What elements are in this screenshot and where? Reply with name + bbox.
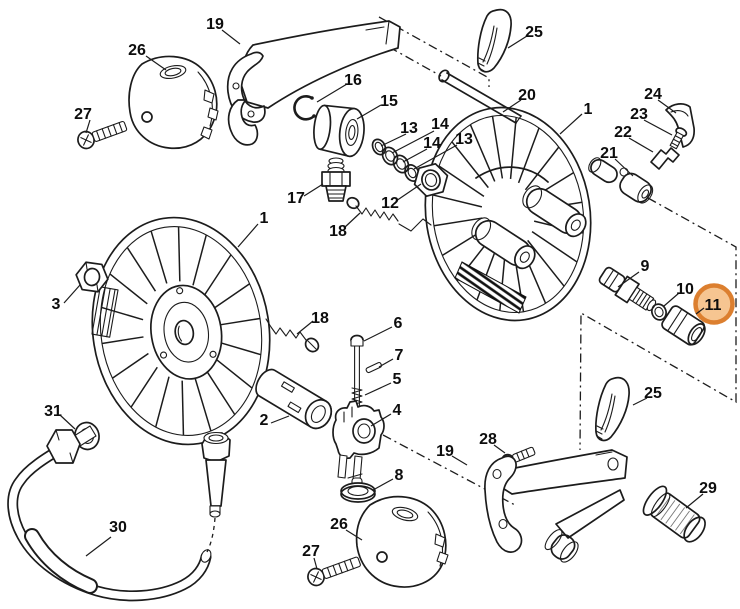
callout-5[interactable]: 5 bbox=[393, 371, 402, 388]
highlight-leader-tick bbox=[695, 307, 705, 315]
part-22-clip bbox=[650, 147, 680, 170]
part-27-top-screw bbox=[77, 120, 128, 150]
callout-14-a[interactable]: 14 bbox=[431, 116, 449, 133]
callout-17[interactable]: 17 bbox=[287, 190, 305, 207]
callout-3[interactable]: 3 bbox=[52, 296, 61, 313]
part-15-roller bbox=[313, 104, 365, 158]
part-2-spacer bbox=[255, 368, 333, 430]
callout-numbers: 19 26 27 16 15 13 14 14 13 25 20 1 24 23… bbox=[44, 16, 717, 560]
part-16-circlip bbox=[293, 95, 316, 121]
part-6-bolt bbox=[350, 334, 364, 409]
part-11-fitting bbox=[661, 305, 706, 346]
part-19-bottom-arm bbox=[484, 449, 628, 563]
highlight-ring[interactable] bbox=[693, 283, 735, 325]
callout-26-bottom[interactable]: 26 bbox=[330, 516, 348, 533]
part-12-hex-nut bbox=[413, 162, 449, 198]
part-24-cover bbox=[665, 103, 695, 148]
callout-18-left[interactable]: 18 bbox=[311, 310, 329, 327]
callout-13-a[interactable]: 13 bbox=[400, 120, 418, 137]
part-26-bottom-cover bbox=[355, 495, 449, 588]
callout-22[interactable]: 22 bbox=[614, 124, 632, 141]
callout-2[interactable]: 2 bbox=[260, 412, 269, 429]
callout-25-bottom[interactable]: 25 bbox=[644, 385, 662, 402]
callout-4[interactable]: 4 bbox=[393, 402, 402, 419]
part-8-washer-cap bbox=[340, 473, 376, 503]
callout-26-top[interactable]: 26 bbox=[128, 42, 146, 59]
callout-1-right[interactable]: 1 bbox=[584, 101, 593, 118]
callout-9[interactable]: 9 bbox=[641, 258, 650, 275]
callout-19-top[interactable]: 19 bbox=[206, 16, 224, 33]
callout-8[interactable]: 8 bbox=[395, 467, 404, 484]
callout-23[interactable]: 23 bbox=[630, 106, 648, 123]
part-7-pin bbox=[365, 362, 382, 374]
part-23-screw bbox=[669, 127, 688, 150]
callout-1-left[interactable]: 1 bbox=[260, 210, 269, 227]
callout-10[interactable]: 10 bbox=[676, 281, 694, 298]
callout-16[interactable]: 16 bbox=[344, 72, 362, 89]
part-27-bottom-screw bbox=[307, 556, 361, 587]
assembly-axis-lines bbox=[378, 16, 737, 506]
callout-14-b[interactable]: 14 bbox=[423, 135, 441, 152]
callout-20[interactable]: 20 bbox=[518, 87, 536, 104]
callout-6[interactable]: 6 bbox=[394, 315, 403, 332]
part-18-top-screw bbox=[346, 196, 432, 232]
part-3-nut bbox=[75, 261, 109, 293]
callout-18-top[interactable]: 18 bbox=[329, 223, 347, 240]
part-19-top-arm bbox=[226, 20, 401, 146]
callout-12[interactable]: 12 bbox=[381, 195, 399, 212]
part-26-top-cover bbox=[128, 55, 219, 150]
callout-13-b[interactable]: 13 bbox=[455, 131, 473, 148]
callout-15[interactable]: 15 bbox=[380, 93, 398, 110]
part-18-left-screw bbox=[265, 318, 320, 353]
part-30-hose bbox=[7, 425, 231, 602]
part-17-fitting bbox=[321, 157, 351, 202]
callout-27-bottom[interactable]: 27 bbox=[302, 543, 320, 560]
callout-28[interactable]: 28 bbox=[479, 431, 497, 448]
part-13-14-rings bbox=[371, 138, 420, 182]
part-21-cylinder bbox=[619, 167, 654, 204]
callout-27-top[interactable]: 27 bbox=[74, 106, 92, 123]
part-25-top-flap bbox=[476, 8, 512, 73]
callout-29[interactable]: 29 bbox=[699, 480, 717, 497]
part-25-bottom-flap bbox=[595, 376, 630, 442]
part-4-ratchet bbox=[332, 400, 385, 481]
callout-7[interactable]: 7 bbox=[395, 347, 404, 364]
callout-24[interactable]: 24 bbox=[644, 86, 662, 103]
part-9-valve bbox=[598, 266, 657, 312]
callout-31[interactable]: 31 bbox=[44, 403, 62, 420]
part-1-right-reel bbox=[424, 106, 592, 322]
part-29-handle-grip bbox=[642, 485, 706, 543]
part-10-o-ring bbox=[651, 303, 667, 321]
callout-30[interactable]: 30 bbox=[109, 519, 127, 536]
callout-19-bottom[interactable]: 19 bbox=[436, 443, 454, 460]
selected-part-marker[interactable]: 11 bbox=[693, 283, 735, 325]
callout-11-highlighted[interactable]: 11 bbox=[705, 297, 722, 314]
callout-21[interactable]: 21 bbox=[600, 145, 618, 162]
leader-lines bbox=[59, 29, 704, 570]
part-1-left-reel bbox=[91, 216, 271, 446]
callout-25-top[interactable]: 25 bbox=[525, 24, 543, 41]
